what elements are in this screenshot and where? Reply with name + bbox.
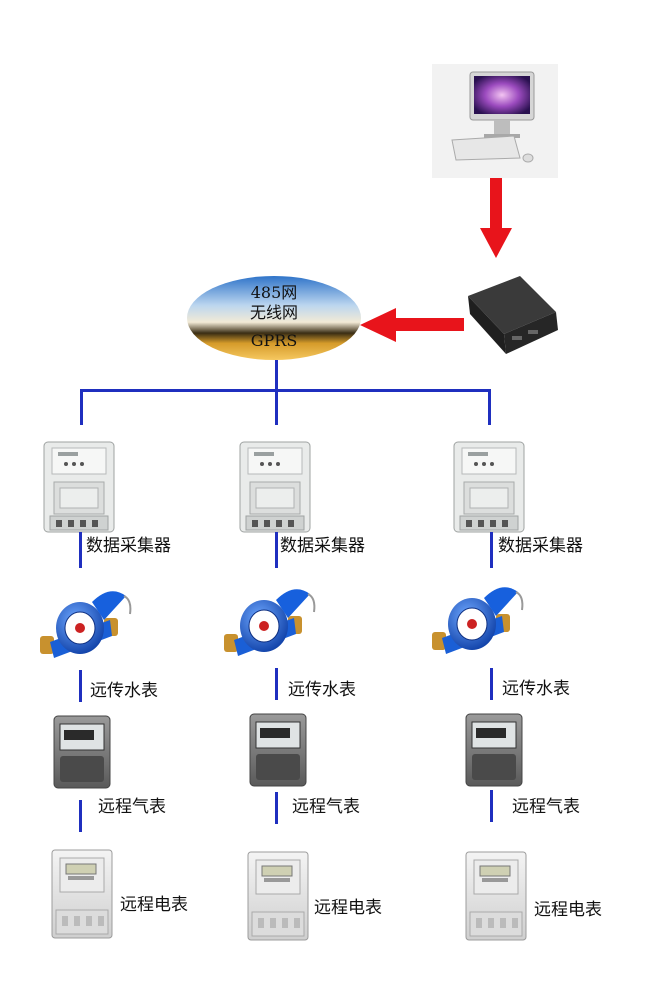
water-meter-icon: [39, 590, 132, 659]
desktop-computer-icon: [432, 64, 558, 178]
collector-label: 数据采集器: [86, 536, 171, 556]
electric-meter-label: 远程电表: [120, 895, 188, 915]
gas-meter-label: 远程气表: [98, 797, 166, 817]
connector-line: [79, 670, 82, 702]
gateway-router-icon: [468, 276, 558, 354]
collector-label: 数据采集器: [498, 536, 583, 556]
electric-meter-label: 远程电表: [314, 898, 382, 918]
gas-meter-label: 远程气表: [512, 797, 580, 817]
network-label-485: 485网: [251, 283, 298, 302]
network-node: 485网 无线网 GPRS: [187, 276, 361, 360]
data-collector-icon: [453, 441, 525, 533]
connector-line: [275, 532, 278, 568]
gas-meter-icon: [465, 713, 523, 787]
connector-line: [490, 532, 493, 568]
connector-line: [79, 532, 82, 568]
water-meter-icon: [223, 588, 316, 657]
bus-connector: [80, 360, 491, 425]
gas-meter-icon: [249, 713, 307, 787]
water-meter-label: 远传水表: [502, 679, 570, 699]
arrow-left-icon: [360, 308, 464, 342]
network-label-gprs: GPRS: [251, 331, 298, 350]
electric-meter-icon: [51, 849, 113, 939]
water-meter-label: 远传水表: [288, 680, 356, 700]
arrow-down-icon: [480, 178, 512, 258]
connector-line: [490, 790, 493, 822]
data-collector-icon: [43, 441, 115, 533]
connector-line: [490, 668, 493, 700]
device-column-3: 数据采集器 远传水表 远程气表 远程电表: [431, 441, 602, 941]
network-label-wireless: 无线网: [250, 303, 298, 322]
device-column-2: 数据采集器 远传水表 远程气表 远程电表: [223, 441, 382, 941]
connector-line: [275, 792, 278, 824]
electric-meter-icon: [465, 851, 527, 941]
data-collector-icon: [239, 441, 311, 533]
device-column-1: 数据采集器 远传水表 远程气表 远程电表: [39, 441, 188, 939]
water-meter-icon: [431, 586, 524, 655]
electric-meter-label: 远程电表: [534, 900, 602, 920]
connector-line: [79, 800, 82, 832]
collector-label: 数据采集器: [280, 536, 365, 556]
water-meter-label: 远传水表: [90, 681, 158, 701]
gas-meter-icon: [53, 715, 111, 789]
gas-meter-label: 远程气表: [292, 797, 360, 817]
electric-meter-icon: [247, 851, 309, 941]
connector-line: [275, 668, 278, 700]
